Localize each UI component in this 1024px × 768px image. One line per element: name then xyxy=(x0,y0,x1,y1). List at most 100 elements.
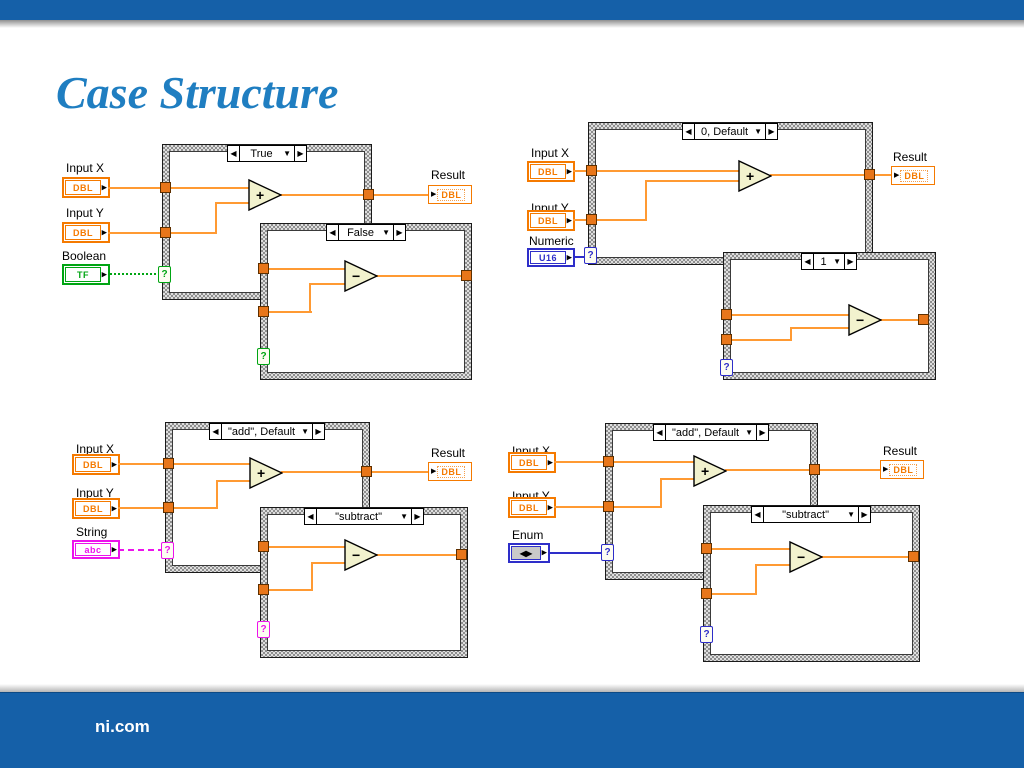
add-function-node: + xyxy=(738,159,773,193)
wire-y-seg1 xyxy=(174,507,218,509)
tunnel xyxy=(586,165,597,176)
wire-sub-in1 xyxy=(732,314,850,316)
case-prev-button[interactable]: ◀ xyxy=(327,225,339,240)
case-prev-button[interactable]: ◀ xyxy=(305,509,317,524)
case-dropdown-icon[interactable]: ▼ xyxy=(745,428,753,437)
case-structure-0default-frame xyxy=(588,122,873,265)
wire-add-out xyxy=(725,469,811,471)
wire-y-seg2 xyxy=(215,202,217,234)
indicator-arrow-icon: ▶ xyxy=(431,468,437,475)
wire-sub-in2a xyxy=(712,593,757,595)
dbl-type-text: DBL xyxy=(65,225,101,240)
case-prev-button[interactable]: ◀ xyxy=(802,254,814,269)
case-structure-subtract-frame xyxy=(703,505,920,662)
case-dropdown-icon[interactable]: ▼ xyxy=(833,257,841,266)
wire-x-to-add xyxy=(174,463,251,465)
wire-string-selector xyxy=(118,549,164,551)
case-prev-button[interactable]: ◀ xyxy=(752,507,764,522)
case-selector-value: "subtract" xyxy=(335,510,383,523)
wire-enum-selector xyxy=(550,552,607,554)
tunnel xyxy=(361,466,372,477)
wire-sub-in1 xyxy=(712,548,791,550)
wire-x-to-add xyxy=(597,170,740,172)
wire-add-out xyxy=(770,174,866,176)
case-prev-button[interactable]: ◀ xyxy=(654,425,666,440)
case-prev-button[interactable]: ◀ xyxy=(228,146,240,161)
u16-type-text: U16 xyxy=(530,251,566,264)
case-selector-terminal-numeric: ? xyxy=(720,359,733,376)
wire-inputy xyxy=(108,232,164,234)
add-function-node: + xyxy=(249,456,284,490)
case-dropdown-icon[interactable]: ▼ xyxy=(301,427,309,436)
case-selector-add-default: ◀ "add", Default ▼ ▶ xyxy=(209,423,325,440)
wire-to-result xyxy=(875,174,893,176)
case-prev-button[interactable]: ◀ xyxy=(210,424,222,439)
dbl-type-text: DBL xyxy=(75,501,111,516)
result-dbl-indicator: ▶ DBL xyxy=(880,460,924,479)
case-dropdown-icon[interactable]: ▼ xyxy=(283,149,291,158)
wire-inputy xyxy=(554,506,607,508)
terminal-label-boolean: Boolean xyxy=(62,249,107,263)
case-next-button[interactable]: ▶ xyxy=(858,507,870,522)
case-frame-interior xyxy=(267,230,465,373)
case-next-button[interactable]: ▶ xyxy=(844,254,856,269)
subtract-function-node: − xyxy=(789,540,824,574)
wire-y-seg3 xyxy=(216,480,251,482)
case-next-button[interactable]: ▶ xyxy=(393,225,405,240)
dbl-type-text: DBL xyxy=(65,180,101,195)
subtract-glyph: − xyxy=(856,312,864,328)
enum-selector-icon: ◀▶ xyxy=(511,546,541,560)
inputy-dbl-terminal: DBL ▶ xyxy=(72,498,120,519)
case-next-button[interactable]: ▶ xyxy=(312,424,324,439)
abc-type-text: abc xyxy=(75,543,111,556)
terminal-label-input-x: Input X xyxy=(66,161,105,175)
case-next-button[interactable]: ▶ xyxy=(765,124,777,139)
case-next-button[interactable]: ▶ xyxy=(411,509,423,524)
terminal-label-result: Result xyxy=(883,444,918,458)
wire-y-seg2 xyxy=(216,480,218,509)
terminal-arrow-icon: ▶ xyxy=(101,184,107,191)
wire-y-seg1 xyxy=(614,506,662,508)
case-dropdown-icon[interactable]: ▼ xyxy=(754,127,762,136)
case-selector-terminal-enum: ? xyxy=(700,626,713,643)
inputx-dbl-terminal: DBL ▶ xyxy=(527,161,575,182)
boolean-tf-terminal: TF ▶ xyxy=(62,264,110,285)
case-selector-true: ◀ True ▼ ▶ xyxy=(227,145,307,162)
inputy-dbl-terminal: DBL ▶ xyxy=(527,210,575,231)
dbl-type-text: DBL xyxy=(75,457,111,472)
result-dbl-indicator: ▶ DBL xyxy=(428,185,472,204)
case-selector-terminal-numeric: ? xyxy=(584,247,597,264)
terminal-label-input-x: Input X xyxy=(76,442,115,456)
case-selector-terminal-string: ? xyxy=(257,621,270,638)
wire-add-out xyxy=(280,194,367,196)
subtract-function-node: − xyxy=(344,259,379,293)
terminal-arrow-icon: ▶ xyxy=(566,254,572,261)
tunnel xyxy=(363,189,374,200)
terminal-arrow-icon: ▶ xyxy=(566,217,572,224)
string-terminal: abc ▶ xyxy=(72,540,120,559)
terminal-label-enum: Enum xyxy=(512,528,544,542)
wire-sub-out xyxy=(376,275,465,277)
case-selector-subtract: ◀ "subtract" ▼ ▶ xyxy=(751,506,871,523)
tunnel xyxy=(456,549,467,560)
dbl-type-text: DBL xyxy=(437,188,466,201)
case-selector-1: ◀ 1 ▼ ▶ xyxy=(801,253,857,270)
terminal-label-input-y: Input Y xyxy=(66,206,104,220)
case-prev-button[interactable]: ◀ xyxy=(683,124,695,139)
case-next-button[interactable]: ▶ xyxy=(294,146,306,161)
case-dropdown-icon[interactable]: ▼ xyxy=(382,228,390,237)
footer-shadow xyxy=(0,684,1024,692)
case-structure-subtract-frame xyxy=(260,507,468,658)
inputx-dbl-terminal: DBL ▶ xyxy=(72,454,120,475)
case-frame-interior xyxy=(710,512,913,655)
case-next-button[interactable]: ▶ xyxy=(756,425,768,440)
tunnel xyxy=(918,314,929,325)
case-selector-value: False xyxy=(347,226,374,239)
case-frame-interior xyxy=(730,259,929,373)
case-dropdown-icon[interactable]: ▼ xyxy=(847,510,855,519)
wire-boolean-selector xyxy=(110,273,160,275)
case-dropdown-icon[interactable]: ▼ xyxy=(400,512,408,521)
header-shadow xyxy=(0,20,1024,28)
subtract-glyph: − xyxy=(797,549,805,565)
terminal-label-input-x: Input X xyxy=(531,146,570,160)
